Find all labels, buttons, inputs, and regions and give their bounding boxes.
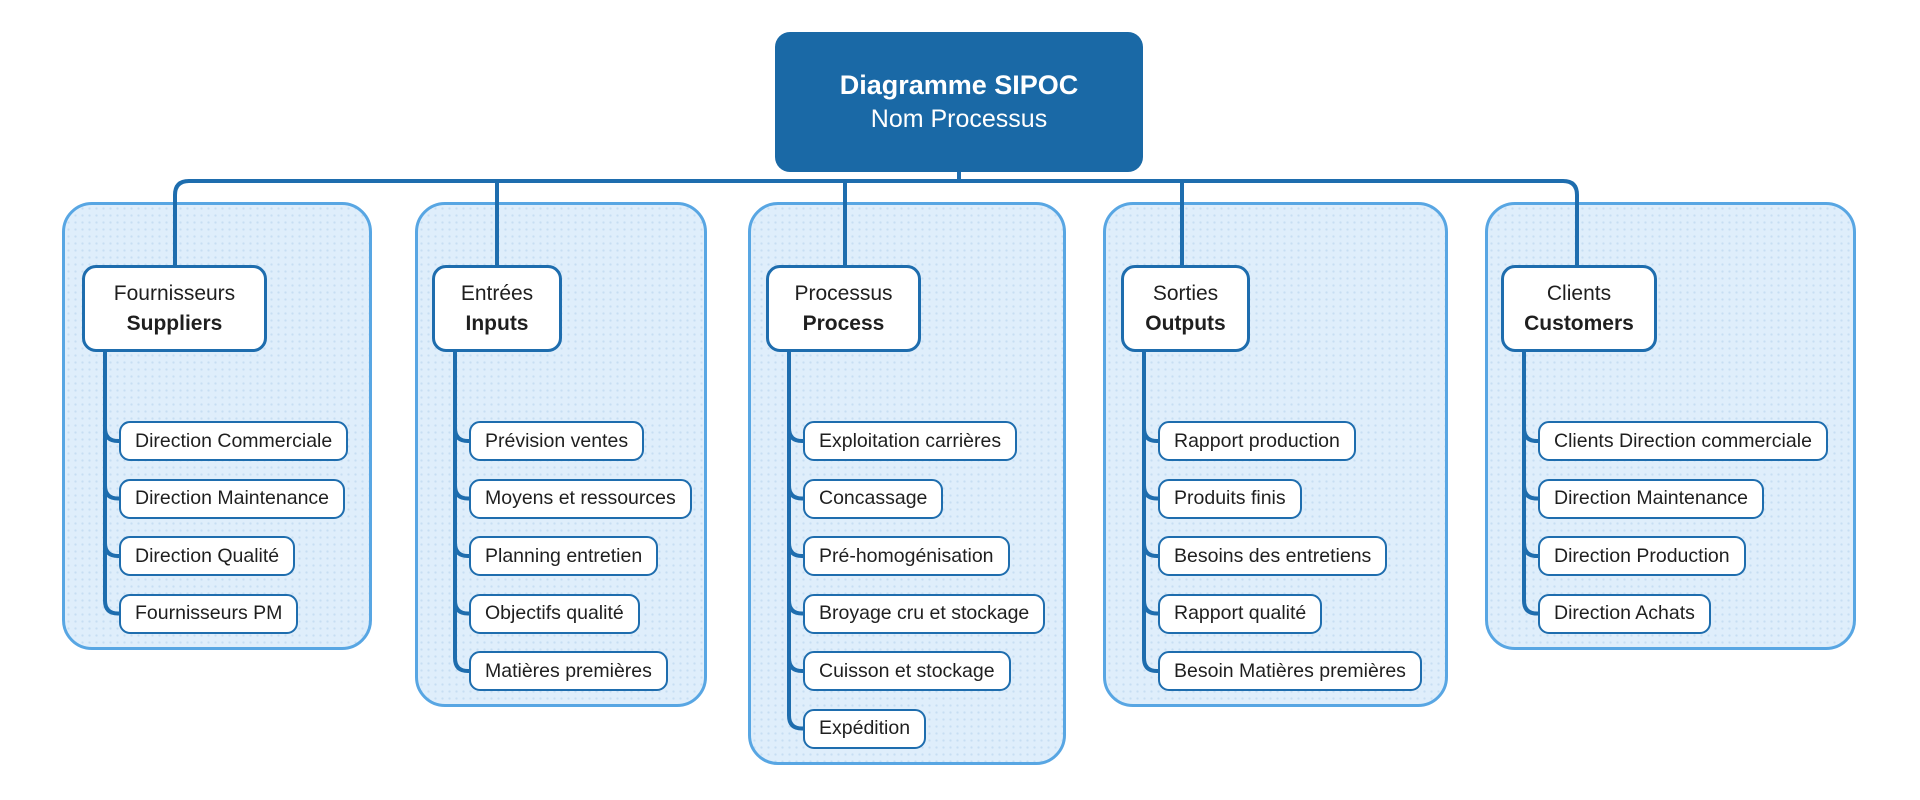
- column-header-en: Inputs: [465, 311, 529, 335]
- sipoc-item: Pré-homogénisation: [803, 536, 1010, 576]
- sipoc-item: Exploitation carrières: [803, 421, 1018, 461]
- sipoc-item: Direction Qualité: [119, 536, 296, 576]
- column-header-fr: Clients: [1546, 281, 1612, 305]
- sipoc-item: Objectifs qualité: [469, 593, 640, 634]
- sipoc-item: Direction Maintenance: [1538, 478, 1765, 519]
- column-header-en: Suppliers: [126, 311, 223, 335]
- sipoc-item: Direction Maintenance: [119, 478, 346, 519]
- sipoc-item: Moyens et ressources: [469, 478, 692, 519]
- column-header-fr: Entrées: [460, 281, 534, 305]
- sipoc-item: Matières premières: [469, 651, 668, 691]
- sipoc-item: Expédition: [803, 708, 927, 749]
- sipoc-item: Rapport production: [1158, 421, 1356, 461]
- column-header-fr: Fournisseurs: [113, 281, 236, 305]
- diagram-title: Diagramme SIPOC: [839, 70, 1079, 100]
- diagram-title-node: Diagramme SIPOC Nom Processus: [775, 32, 1143, 172]
- sipoc-item: Produits finis: [1158, 478, 1302, 519]
- sipoc-item: Besoins des entretiens: [1158, 536, 1388, 576]
- column-header-en: Process: [802, 311, 885, 335]
- sipoc-item: Concassage: [803, 478, 944, 519]
- sipoc-item: Planning entretien: [469, 536, 659, 576]
- sipoc-item: Direction Achats: [1538, 593, 1711, 634]
- sipoc-item: Cuisson et stockage: [803, 651, 1011, 691]
- sipoc-item: Rapport qualité: [1158, 593, 1323, 634]
- column-header-fr: Processus: [794, 281, 893, 305]
- column-header-en: Outputs: [1145, 311, 1226, 335]
- sipoc-item: Direction Commerciale: [119, 421, 349, 461]
- sipoc-item: Prévision ventes: [469, 421, 645, 461]
- column-header-fr: Sorties: [1152, 281, 1219, 305]
- sipoc-item: Direction Production: [1538, 536, 1746, 576]
- sipoc-item: Clients Direction commerciale: [1538, 421, 1828, 461]
- sipoc-item: Broyage cru et stockage: [803, 593, 1046, 634]
- process-name: Nom Processus: [870, 105, 1048, 133]
- column-header-en: Customers: [1524, 311, 1634, 335]
- sipoc-item: Fournisseurs PM: [119, 593, 299, 634]
- sipoc-item: Besoin Matières premières: [1158, 651, 1422, 691]
